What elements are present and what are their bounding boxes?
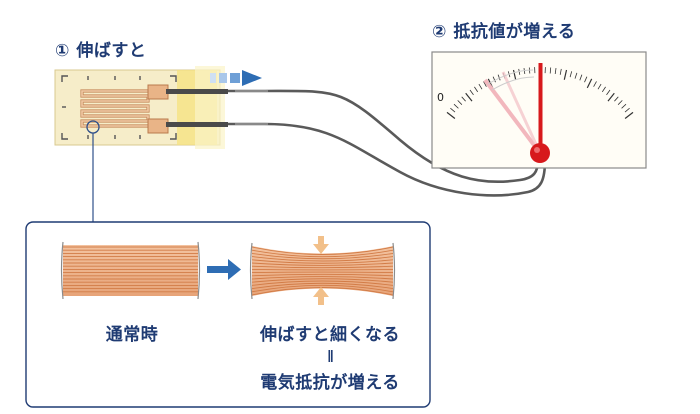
step1-label: ① 伸ばすと	[55, 36, 146, 61]
meter-tick	[450, 107, 456, 113]
meter-tick	[474, 86, 479, 93]
meter-tick	[597, 83, 602, 90]
meter-tick	[453, 103, 459, 109]
needle-trail-2	[501, 71, 542, 154]
lead-wire-top	[166, 89, 228, 94]
stretched-wire-strand	[252, 271, 393, 274]
gauge-grid	[81, 90, 150, 127]
normal-state-label: 通常時	[105, 325, 159, 345]
meter-tick	[606, 89, 611, 96]
meter-tick	[586, 78, 593, 89]
meter-tick	[579, 74, 583, 81]
transform-arrow	[207, 259, 241, 280]
stretched-wire-strand	[252, 284, 393, 293]
meter-tick	[601, 86, 606, 93]
meter-needle	[538, 63, 543, 155]
stretched-wire-bundle	[249, 242, 396, 300]
stretched-wire-strand	[252, 276, 393, 280]
meter-tick	[607, 92, 615, 102]
normal-wire-bundle	[60, 241, 201, 300]
meter-tick	[563, 69, 568, 80]
meter-tick	[559, 68, 562, 75]
meter-tick	[593, 81, 597, 87]
stretched-wire-strand	[252, 246, 393, 255]
needle-pivot-shine	[534, 147, 540, 153]
needle-pivot	[530, 143, 550, 163]
meter-tick	[624, 111, 634, 119]
step1-number: ①	[55, 41, 70, 61]
meter-tick	[621, 103, 627, 109]
alignment-marks	[61, 75, 177, 140]
meter-tick	[512, 69, 517, 80]
meter-tick	[457, 100, 463, 105]
step2-label: ② 抵抗値が増える	[432, 17, 575, 42]
meter-tick	[624, 107, 630, 113]
needle-motion-arc-2	[491, 76, 535, 91]
meter-scale	[446, 67, 634, 119]
stretch-arrow	[210, 70, 262, 86]
meter-tick	[469, 89, 474, 96]
meter-tick	[461, 96, 466, 102]
meter-tick	[617, 100, 623, 105]
meter-tick	[492, 76, 496, 83]
stretched-state-label: 伸ばすと細くなる	[260, 325, 400, 345]
meter-tick	[549, 67, 552, 74]
stretched-wire-strand	[252, 273, 393, 277]
stretched-wire-strand	[252, 268, 393, 271]
stretched-wire-strand	[252, 287, 393, 296]
gauge-tab-top	[147, 84, 169, 100]
stretched-wire-strand	[252, 249, 393, 258]
compression-arrows	[313, 236, 329, 305]
stretched-wire-strand	[252, 259, 393, 264]
meter-tick	[465, 92, 473, 102]
stretched-wire-strand	[252, 262, 393, 266]
resistance-meter	[431, 51, 647, 169]
stretched-wire-strand	[252, 252, 393, 260]
meter-tick	[483, 81, 487, 87]
stretched-wire-strand	[252, 280, 393, 286]
step2-number: ②	[432, 22, 447, 42]
gauge-tab-bottom	[147, 118, 169, 134]
equals-sign	[328, 350, 333, 362]
step1-text: 伸ばすと	[76, 41, 147, 61]
stretched-wire-strand	[252, 278, 393, 283]
meter-tick	[574, 72, 578, 79]
meter-tick	[614, 96, 619, 102]
stretched-wire-strand	[252, 282, 393, 290]
stretched-wire-strand	[252, 265, 393, 269]
meter-zero-label: 0	[437, 91, 444, 104]
result-label: 電気抵抗が増える	[260, 373, 400, 393]
step2-text: 抵抗値が増える	[453, 22, 576, 42]
meter-tick	[497, 74, 501, 81]
lead-wire-bottom	[166, 122, 228, 127]
stretched-wire-strand	[252, 256, 393, 262]
needle-motion-arc	[487, 69, 534, 85]
meter-tick	[584, 76, 588, 83]
meter-tick	[554, 68, 557, 75]
strain-gauge	[54, 66, 228, 149]
meter-tick	[478, 83, 483, 90]
needle-trail-1	[483, 78, 542, 155]
meter-tick	[569, 71, 573, 78]
meter-tick	[446, 111, 456, 119]
